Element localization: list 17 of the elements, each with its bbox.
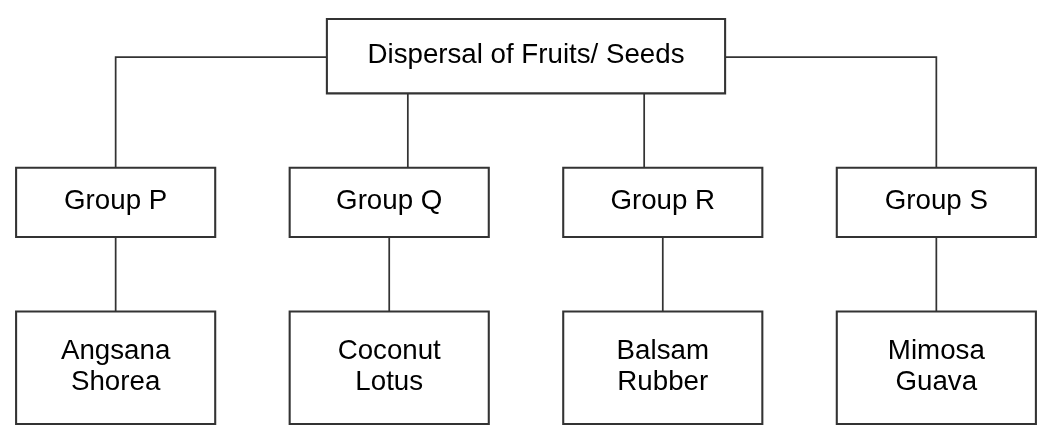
node-box: Group Q bbox=[288, 166, 490, 239]
node-box: Group P bbox=[15, 166, 217, 239]
connector bbox=[724, 56, 938, 169]
connector bbox=[935, 236, 938, 313]
connector bbox=[406, 92, 409, 169]
node-box: Mimosa Guava bbox=[835, 310, 1037, 426]
node-box: Dispersal of Fruits/ Seeds bbox=[325, 17, 727, 95]
connector bbox=[114, 56, 328, 169]
node-box: Balsam Rubber bbox=[562, 310, 764, 426]
node-box: Angsana Shorea bbox=[15, 310, 217, 426]
connector bbox=[661, 236, 664, 313]
connector bbox=[114, 236, 117, 313]
connector bbox=[388, 236, 391, 313]
node-box: Group R bbox=[562, 166, 764, 239]
node-box: Group S bbox=[835, 166, 1037, 239]
connector bbox=[643, 92, 646, 169]
node-box: Coconut Lotus bbox=[288, 310, 490, 426]
